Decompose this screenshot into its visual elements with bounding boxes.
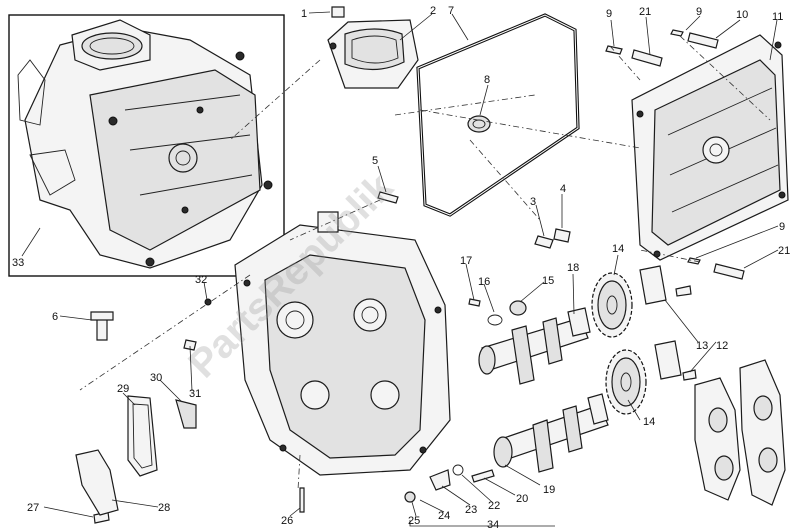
callout-label: 14 xyxy=(612,243,624,255)
callout-label: 21 xyxy=(778,245,790,257)
cam-cover-11 xyxy=(631,34,789,261)
callout-label: 13 xyxy=(696,340,708,352)
callout-label: 16 xyxy=(478,276,490,288)
callout-label: 4 xyxy=(560,183,566,195)
callout-label: 12 xyxy=(716,340,728,352)
callout-label: 9 xyxy=(606,8,612,20)
callout-label: 6 xyxy=(52,311,58,323)
callout-label: 9 xyxy=(696,6,702,18)
callout-label: 18 xyxy=(567,262,579,274)
callout-label: 14 xyxy=(643,416,655,428)
callout-label: 24 xyxy=(438,510,450,522)
callout-label: 20 xyxy=(516,493,528,505)
small-fasteners xyxy=(90,6,745,524)
callout-label: 31 xyxy=(189,388,201,400)
cam-bearing-caps xyxy=(694,359,786,506)
callout-label: 17 xyxy=(460,255,472,267)
callout-label: 28 xyxy=(158,502,170,514)
leader-lines xyxy=(43,11,779,527)
callout-label: 32 xyxy=(195,274,207,286)
callout-label: 11 xyxy=(772,11,783,23)
callout-label: 3 xyxy=(530,196,536,208)
callout-labels: 1 2 3 4 5 6 7 8 9 9 9 10 11 12 13 14 14 … xyxy=(12,5,790,531)
callout-label: 10 xyxy=(736,9,748,21)
callout-label: 30 xyxy=(150,372,162,384)
callout-label: 1 xyxy=(301,8,307,20)
spark-plug-seal-8 xyxy=(467,115,491,133)
cam-cover-gasket-7 xyxy=(416,13,580,217)
cylinder-head xyxy=(234,211,451,476)
sprocket-plates xyxy=(639,265,682,380)
callout-label: 19 xyxy=(543,484,555,496)
callout-label: 2 xyxy=(430,5,436,17)
callout-label: 33 xyxy=(12,257,24,269)
callout-label: 21 xyxy=(639,6,651,18)
callout-label: 34 xyxy=(487,519,499,531)
callout-label: 7 xyxy=(448,5,454,17)
callout-label: 26 xyxy=(281,515,293,527)
callout-label: 25 xyxy=(408,515,420,527)
cam-sprocket-upper xyxy=(591,272,633,338)
inset-assembled-head xyxy=(8,14,285,277)
assembly-lines xyxy=(79,35,771,491)
callout-label: 27 xyxy=(27,502,39,514)
cam-sprocket-lower xyxy=(605,349,647,415)
chain-tensioner-parts xyxy=(75,395,197,516)
callout-label: 29 xyxy=(117,383,129,395)
callout-label: 23 xyxy=(465,504,477,516)
callout-label: 15 xyxy=(542,275,554,287)
intake-flange-2 xyxy=(327,19,419,89)
callout-label: 5 xyxy=(372,155,378,167)
callout-label: 9 xyxy=(779,221,785,233)
camshaft-upper xyxy=(478,307,591,385)
camshaft-lower xyxy=(493,393,609,473)
callout-label: 8 xyxy=(484,74,490,86)
callout-label: 22 xyxy=(488,500,500,512)
